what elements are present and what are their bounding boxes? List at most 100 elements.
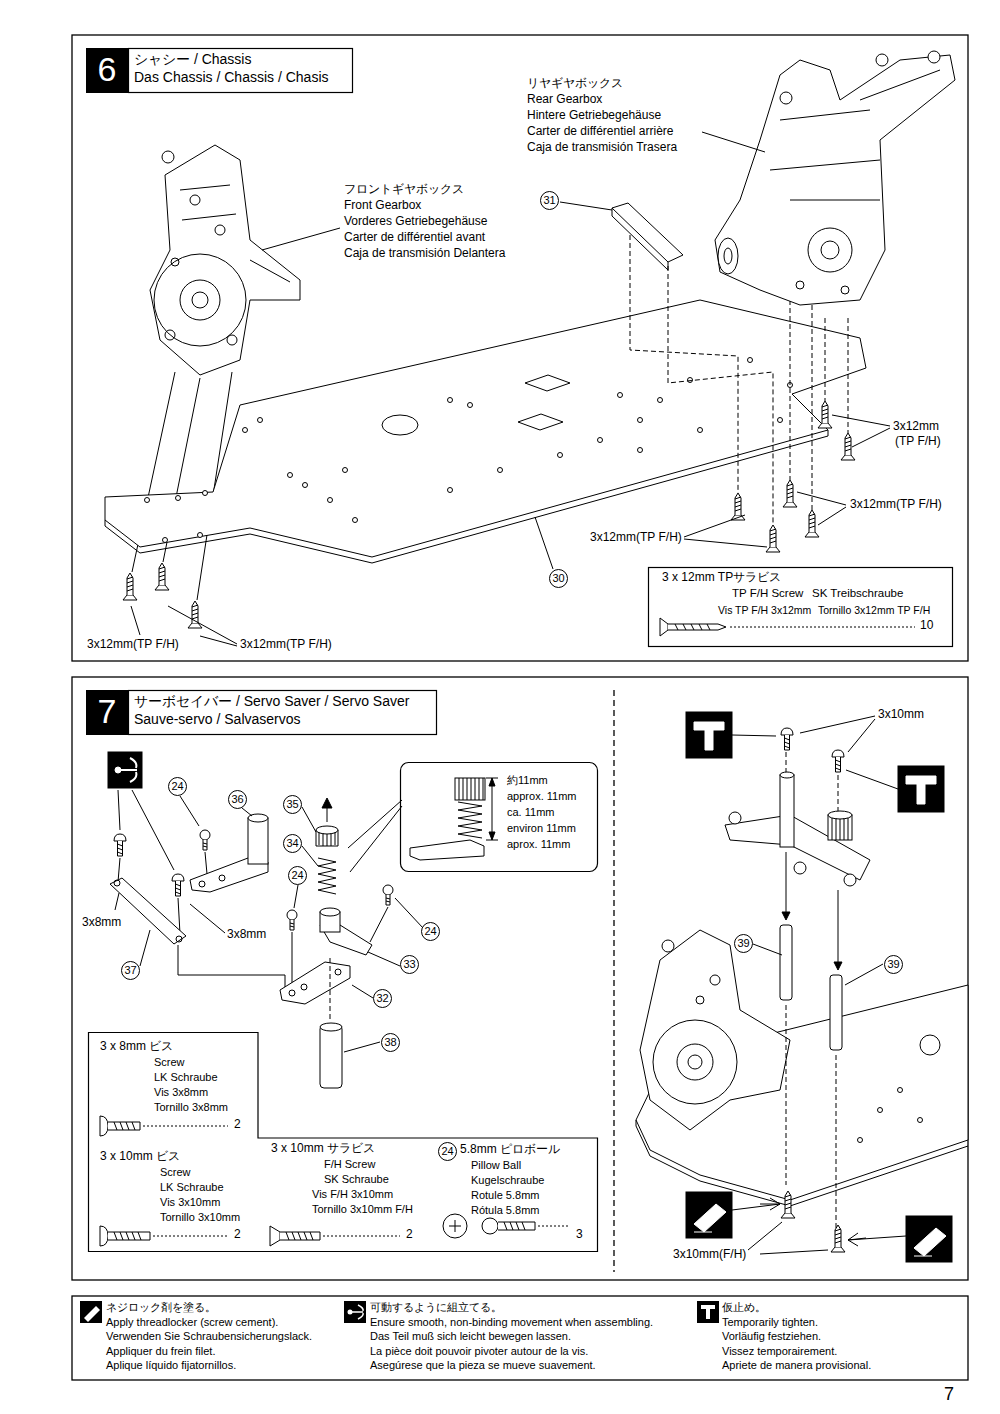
legend-text: La pièce doit pouvoir pivoter autour de … — [370, 1345, 588, 1358]
node-text: Tornillo 3x12mm TP F/H — [818, 604, 930, 616]
step-header: 6 シャシー / ChassisDas Chassis / Chassis / C… — [86, 48, 353, 93]
callout-number: 24 — [421, 922, 440, 941]
node-text: Tornillo 3x10mm F/H — [312, 1203, 413, 1216]
legend-text: Appliquer du frein filet. — [106, 1345, 215, 1358]
callout-number: 36 — [228, 790, 247, 809]
node-text: 3 x 12mm TPサラビス — [662, 571, 781, 585]
node-text: 2 — [406, 1228, 413, 1242]
legend-text: Aplique líquido fijatornillos. — [106, 1359, 236, 1372]
part-label: 3x8mm — [82, 916, 121, 930]
callout-number: 24 — [438, 1142, 457, 1161]
callout-number: 24 — [288, 866, 307, 885]
parts-box: 3 x 12mm TPサラビス TP F/H Screw SK Treibschra… — [648, 567, 953, 647]
step-header: 7 サーボセイバー / Servo Saver / Servo SaverSauv… — [86, 690, 437, 735]
part-label: Caja de transmisión Delantera — [344, 247, 505, 261]
node-text: 3 x 10mm サラビス — [271, 1142, 375, 1156]
part-label: 3x12mm(TP F/H) — [850, 498, 942, 512]
part-label: リヤギヤボックス — [527, 77, 623, 91]
node-text: SK Treibschraube — [812, 587, 903, 600]
part-label: 3x12mm(TP F/H) — [590, 531, 682, 545]
part-label: 3x12mm(TP F/H) — [240, 638, 332, 652]
node-text: Vis F/H 3x10mm — [312, 1188, 393, 1201]
part-label: Carter de différentiel arrière — [527, 125, 674, 139]
callout-number: 39 — [734, 934, 753, 953]
node-text: 5.8mm ピロボール — [460, 1143, 560, 1157]
node-text: Rótula 5.8mm — [471, 1204, 539, 1217]
part-label: 3x10mm(F/H) — [673, 1248, 746, 1262]
part-label: Caja de transmisión Trasera — [527, 141, 677, 155]
part-label: Vorderes Getriebegehäuse — [344, 215, 487, 229]
node-text: Vis TP F/H 3x12mm — [718, 604, 811, 616]
legend-text: Asegúrese que la pieza se mueve suavemen… — [370, 1359, 596, 1372]
detail-callout: 約11mm approx. 11mm ca. 11mm environ 11mm apr… — [400, 762, 598, 872]
node-text: Pillow Ball — [471, 1159, 521, 1172]
node-text: 2 — [234, 1118, 241, 1132]
callout-number: 30 — [549, 569, 568, 588]
servo-saver-mount-drawing — [636, 712, 968, 1262]
part-label: Carter de différentiel avant — [344, 231, 485, 245]
callout-number: 34 — [283, 834, 302, 853]
node-text: 2 — [234, 1228, 241, 1242]
servo-saver-drawing — [100, 752, 570, 1246]
legend-text: 可動するように組立てる。 — [370, 1301, 502, 1314]
part-label: 7 — [944, 1384, 954, 1405]
node-text: 約11mm — [507, 774, 548, 787]
part-label: 3x10mm — [878, 708, 924, 722]
node-text: F/H Screw — [324, 1158, 375, 1171]
callout-number: 24 — [168, 777, 187, 796]
callout-number: 37 — [121, 961, 140, 980]
legend-text: 仮止め。 — [722, 1301, 766, 1314]
node-text: Rotule 5.8mm — [471, 1189, 539, 1202]
node-text: Screw — [160, 1166, 191, 1179]
callout-number: 39 — [884, 955, 903, 974]
node-text: サーボセイバー / Servo Saver / Servo Saver — [134, 693, 409, 709]
node-text: Vis 3x8mm — [154, 1086, 208, 1099]
callout-number: 35 — [283, 795, 302, 814]
callout-number: 38 — [381, 1033, 400, 1052]
legend-text: Ensure smooth, non-binding movement when… — [370, 1316, 653, 1329]
node-text: LK Schraube — [154, 1071, 218, 1084]
node-outline — [400, 762, 598, 872]
node-text: environ 11mm — [507, 822, 576, 835]
node-text: TP F/H Screw — [732, 587, 803, 600]
part-label: 3x8mm — [227, 928, 266, 942]
panel-frames — [72, 35, 968, 1380]
node-text: Kugelschraube — [471, 1174, 544, 1187]
node-text: 10 — [920, 619, 933, 633]
part-label: Front Gearbox — [344, 199, 421, 213]
node-text: approx. 11mm — [507, 790, 577, 803]
node-text: aprox. 11mm — [507, 838, 570, 851]
legend-text: ネジロック剤を塗る。 — [106, 1301, 216, 1314]
legend-text: Temporarily tighten. — [722, 1316, 818, 1329]
callout-number: 32 — [373, 989, 392, 1008]
callout-number: 33 — [400, 955, 419, 974]
node-text: シャシー / Chassis — [134, 51, 251, 67]
node-text: Tornillo 3x8mm — [154, 1101, 228, 1114]
legend-text: Verwenden Sie Schraubensicherungslack. — [106, 1330, 312, 1343]
node-text: 3 — [576, 1228, 583, 1242]
node-text: SK Schraube — [324, 1173, 389, 1186]
node-text: Sauve-servo / Salvaservos — [134, 711, 301, 727]
node-text: Vis 3x10mm — [160, 1196, 220, 1209]
part-label: 3x12mm — [893, 420, 939, 434]
parts-box: 3 x 8mm ビスScrewLK SchraubeVis 3x8mmTorni… — [88, 1032, 598, 1252]
chassis-drawing — [105, 51, 955, 646]
node-text: 3 x 8mm ビス — [100, 1040, 173, 1054]
node-text: ca. 11mm — [507, 806, 554, 819]
part-label: Hintere Getriebegehäuse — [527, 109, 661, 123]
node-text: LK Schraube — [160, 1181, 224, 1194]
node-text: Das Chassis / Chassis / Chasis — [134, 69, 329, 85]
step-number: 6 — [86, 48, 128, 90]
part-label: Rear Gearbox — [527, 93, 602, 107]
legend-text: Apply threadlocker (screw cement). — [106, 1316, 278, 1329]
part-label: 3x12mm(TP F/H) — [87, 638, 179, 652]
legend-text: Das Teil muß sich leicht bewegen lassen. — [370, 1330, 571, 1343]
node-text: 3 x 10mm ビス — [100, 1150, 180, 1164]
node-text: Screw — [154, 1056, 185, 1069]
part-label: (TP F/H) — [895, 435, 941, 449]
legend-text: Vissez temporairement. — [722, 1345, 837, 1358]
part-label: フロントギヤボックス — [344, 183, 464, 197]
step-number: 7 — [86, 690, 128, 732]
legend-text: Apriete de manera provisional. — [722, 1359, 871, 1372]
callout-number: 31 — [540, 191, 559, 210]
